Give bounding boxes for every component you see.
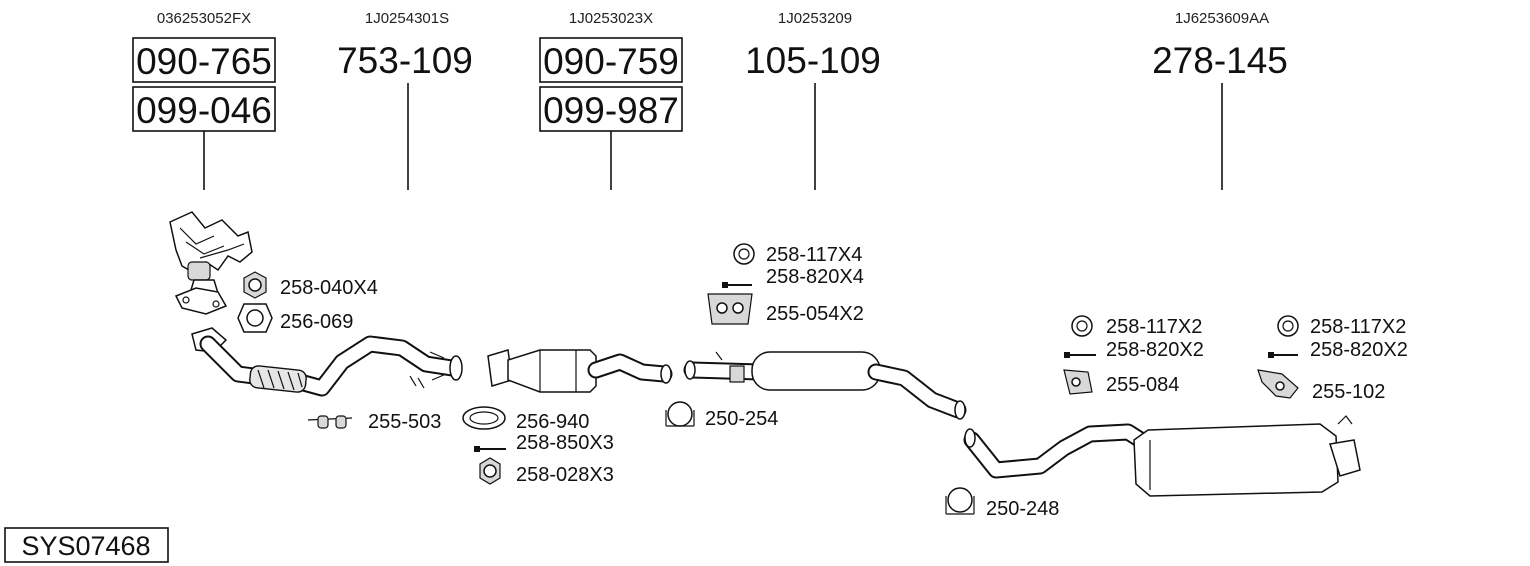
accessory-label[interactable]: 250-248	[986, 498, 1059, 520]
part-box	[539, 37, 683, 83]
accessory-label[interactable]: 258-028X3	[516, 464, 614, 486]
bolt-icon	[722, 282, 752, 288]
bolt-icon	[1064, 352, 1096, 358]
accessory-label[interactable]: 258-117X2	[1106, 316, 1202, 338]
part-box	[132, 37, 276, 83]
group-rear-silencer: 1J6253609AA 278-145	[1152, 10, 1288, 190]
bolt-icon	[474, 446, 506, 452]
gasket-icon	[237, 303, 273, 333]
accessory-label[interactable]: 258-820X2	[1106, 339, 1204, 361]
group-center-silencer: 1J0253209 105-109	[745, 10, 881, 190]
rubber-hanger-icon	[1063, 369, 1093, 395]
oem-number: 1J0253209	[778, 10, 852, 27]
hex-nut-icon	[479, 457, 501, 485]
accessory-label[interactable]: 258-850X3	[516, 432, 614, 454]
washer-icon	[1071, 315, 1093, 337]
accessory-label[interactable]: 255-102	[1312, 381, 1385, 403]
accessory-label[interactable]: 256-940	[516, 411, 589, 433]
part-number[interactable]: 099-046	[136, 90, 272, 131]
accessory-label[interactable]: 256-069	[280, 311, 353, 333]
part-box	[132, 86, 276, 132]
part-number[interactable]: 099-987	[543, 90, 679, 131]
rubber-hanger-icon	[707, 293, 753, 325]
rear-silencer-drawing	[963, 415, 1361, 497]
accessory-label[interactable]: 258-820X2	[1310, 339, 1408, 361]
group-manifold: 036253052FX 090-765 099-046	[132, 10, 276, 190]
accessory-label[interactable]: 255-054X2	[766, 303, 864, 325]
part-number[interactable]: 090-759	[543, 41, 679, 82]
oem-number: 1J0253023X	[569, 10, 653, 27]
group-catalyst: 1J0253023X 090-759 099-987	[539, 10, 683, 190]
front-pipe-drawing	[191, 327, 463, 397]
oem-number: 036253052FX	[157, 10, 251, 27]
pipe-clamp-icon	[945, 487, 975, 515]
system-code: SYS07468	[21, 531, 150, 561]
system-code-box	[4, 527, 169, 563]
oem-number: 1J6253609AA	[1175, 10, 1269, 27]
accessory-label[interactable]: 258-117X2	[1310, 316, 1406, 338]
accessory-label[interactable]: 258-820X4	[766, 266, 864, 288]
manifold-drawing	[169, 211, 253, 315]
bolt-icon	[1268, 352, 1298, 358]
group-front-pipe: 1J0254301S 753-109	[337, 10, 473, 190]
accessory-label[interactable]: 258-117X4	[766, 244, 862, 266]
part-number[interactable]: 278-145	[1152, 40, 1288, 81]
rubber-hanger-icon	[1257, 369, 1299, 399]
hex-nut-icon	[243, 271, 267, 299]
washer-icon	[1277, 315, 1299, 337]
part-number[interactable]: 753-109	[337, 40, 473, 81]
part-number[interactable]: 090-765	[136, 41, 272, 82]
accessory-label[interactable]: 255-503	[368, 411, 441, 433]
accessory-label[interactable]: 250-254	[705, 408, 778, 430]
washer-icon	[733, 243, 755, 265]
part-box	[539, 86, 683, 132]
accessory-label[interactable]: 255-084	[1106, 374, 1179, 396]
sealing-ring-icon	[462, 406, 506, 430]
oem-number: 1J0254301S	[365, 10, 449, 27]
center-silencer-drawing	[683, 351, 967, 420]
part-number[interactable]: 105-109	[745, 40, 881, 81]
catalyst-drawing	[487, 349, 673, 393]
rubber-hanger-icon	[307, 415, 353, 429]
pipe-clamp-icon	[665, 401, 695, 427]
accessory-label[interactable]: 258-040X4	[280, 277, 378, 299]
